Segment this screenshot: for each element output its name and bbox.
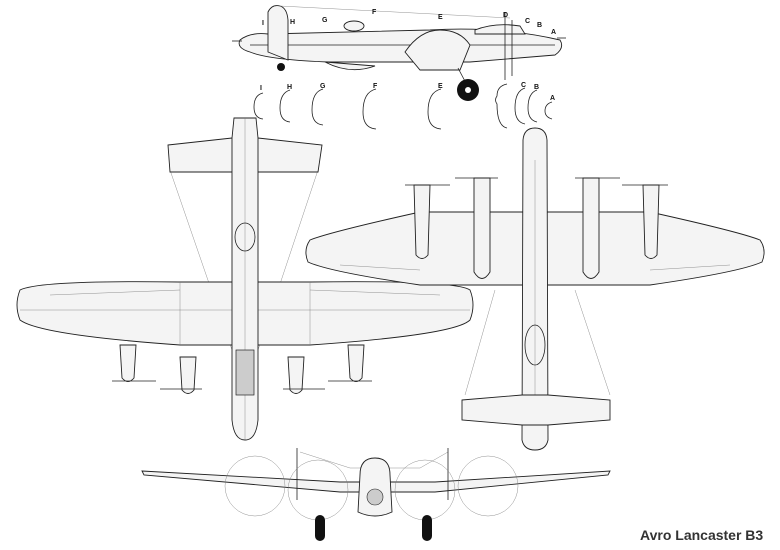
fuselage-cross-sections: I H G F E C B A (253, 82, 555, 130)
top-view (16, 117, 474, 441)
svg-text:I: I (260, 85, 262, 92)
section-label-g: G (322, 17, 328, 24)
section-label-e: E (438, 14, 443, 21)
svg-text:H: H (287, 84, 292, 91)
section-label-a: A (551, 29, 556, 36)
svg-text:C: C (521, 82, 526, 89)
drawing-title: Avro Lancaster B3 (640, 527, 764, 543)
section-label-c: C (525, 18, 530, 25)
bottom-view (305, 127, 765, 451)
svg-text:A: A (550, 95, 555, 102)
section-label-b: B (537, 22, 542, 29)
svg-text:B: B (534, 84, 539, 91)
svg-text:G: G (320, 83, 326, 90)
svg-text:E: E (438, 83, 443, 90)
section-label-h: H (290, 19, 295, 26)
svg-text:F: F (373, 83, 378, 90)
front-view (141, 448, 611, 541)
side-view: A B C D E F G H I (232, 5, 566, 101)
section-label-d: D (503, 12, 508, 19)
section-label-f: F (372, 9, 377, 16)
section-label-i: I (262, 20, 264, 27)
